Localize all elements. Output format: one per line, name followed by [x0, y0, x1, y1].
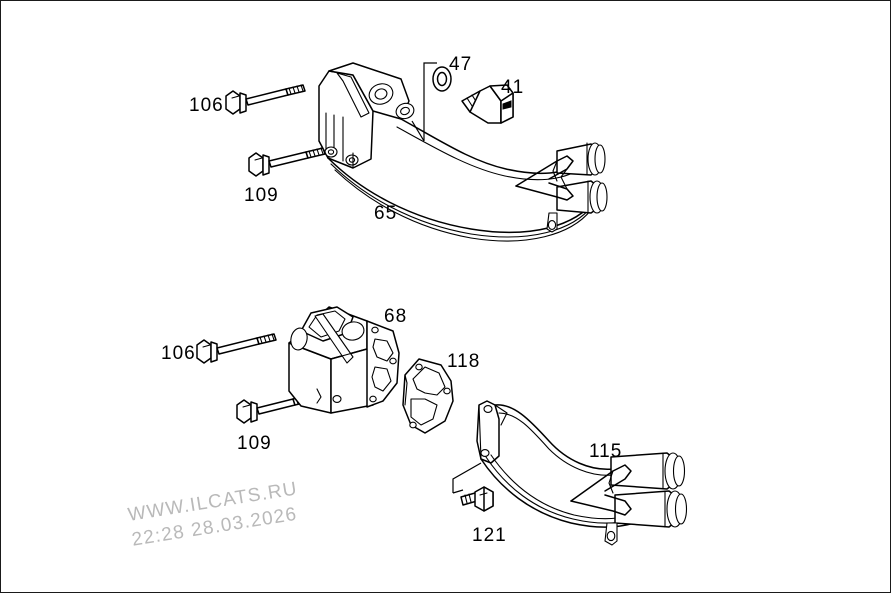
callout-106-upper: 106 [189, 95, 224, 116]
part-68-mounting-bracket[interactable] [288, 306, 400, 414]
part-115-lower-coolant-pipe[interactable] [476, 400, 688, 546]
part-65-upper-coolant-pipe[interactable] [318, 62, 608, 242]
callout-41: 41 [501, 77, 524, 98]
part-41-temperature-sensor[interactable] [461, 84, 514, 124]
part-106-lower-bolt[interactable] [196, 333, 277, 364]
callout-121: 121 [472, 525, 507, 546]
watermark: WWW.ILCATS.RU 22:28 28.03.2026 [126, 478, 299, 550]
part-109-lower-bolt[interactable] [236, 394, 313, 424]
part-118-flange-gasket[interactable] [402, 358, 454, 434]
callout-109-upper: 109 [244, 185, 279, 206]
callout-109-lower: 109 [237, 433, 272, 454]
part-106-upper-bolt[interactable] [225, 84, 306, 115]
part-109-upper-bolt[interactable] [248, 147, 326, 177]
upper-assembly: 106 109 47 41 65 [189, 54, 608, 242]
part-121-short-bolt[interactable] [460, 486, 494, 512]
leader-121 [452, 462, 482, 494]
callout-47: 47 [449, 54, 472, 75]
lower-assembly: 106 109 68 118 115 121 [161, 306, 688, 546]
callout-68: 68 [384, 306, 407, 327]
callout-65: 65 [374, 203, 397, 224]
callout-118: 118 [447, 351, 480, 372]
leader-47-41 [411, 62, 437, 142]
callout-115: 115 [589, 441, 622, 462]
part-47-o-ring-seal[interactable] [432, 66, 452, 92]
callout-106-lower: 106 [161, 343, 196, 364]
